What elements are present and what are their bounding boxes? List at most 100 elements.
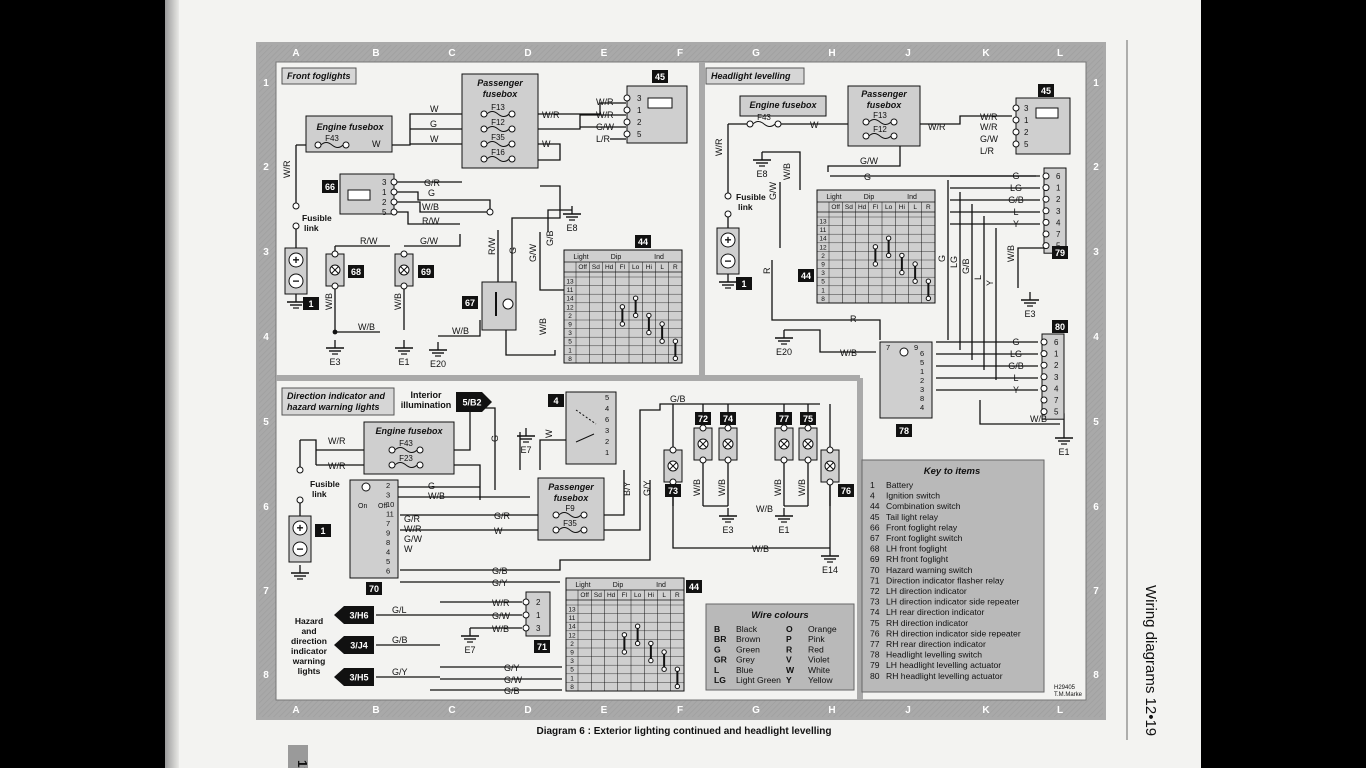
wire-colour-label: W/B bbox=[782, 163, 792, 180]
component-tag-number: 70 bbox=[369, 584, 379, 594]
actuator-pin-number: 1 bbox=[1056, 184, 1061, 193]
fuse-terminal bbox=[416, 461, 424, 469]
actuator-pin-number: 5 bbox=[1056, 242, 1061, 251]
actuator-terminal bbox=[1042, 218, 1050, 226]
switch-contact bbox=[646, 329, 652, 336]
terminal bbox=[724, 456, 732, 464]
wire-colour-label: G/B bbox=[545, 230, 555, 246]
grid-column-label: G bbox=[752, 705, 760, 716]
fuse-terminal bbox=[552, 511, 560, 519]
battery-minus-sign: − bbox=[724, 254, 731, 268]
panel-title-text: Direction indicator and bbox=[287, 391, 386, 401]
component-tag bbox=[665, 484, 681, 497]
wire bbox=[505, 330, 556, 356]
page-spine-shadow bbox=[165, 0, 179, 768]
fusible-link-label: Fusible bbox=[302, 213, 332, 223]
wire-colour-label: W/B bbox=[773, 479, 783, 496]
passenger-fusebox-label: fusebox bbox=[867, 100, 903, 110]
wire-colour-label: R bbox=[762, 267, 772, 274]
engine-fusebox-label: Engine fusebox bbox=[316, 122, 384, 132]
connector-arrow bbox=[334, 606, 374, 624]
actuator-terminal bbox=[1040, 350, 1048, 358]
relay-pin-number: 1 bbox=[382, 188, 387, 197]
tail-light-relay-level bbox=[1015, 97, 1071, 155]
fuse-terminal bbox=[580, 511, 588, 519]
switch-pin-number: 4 bbox=[920, 403, 924, 412]
switch-subheader-label: Hd bbox=[605, 264, 614, 271]
key-item-number: 79 bbox=[870, 660, 880, 670]
wire-colour-label: G/W bbox=[768, 181, 778, 200]
switch-contact bbox=[621, 649, 628, 655]
fuse-label: F23 bbox=[399, 454, 413, 463]
component-tag-number: 71 bbox=[537, 642, 547, 652]
wire-colour-label: G/W bbox=[980, 134, 999, 144]
switch-pin-number: 3 bbox=[821, 270, 825, 277]
panel-title-text: Headlight levelling bbox=[711, 71, 791, 81]
wire bbox=[512, 102, 626, 115]
relay-pin-number: 3 bbox=[382, 178, 387, 187]
wire-colour-label: W/B bbox=[692, 479, 702, 496]
wire-colour-label: W/B bbox=[797, 479, 807, 496]
fuse-label: F43 bbox=[399, 439, 413, 448]
switch-header-label: Ind bbox=[654, 254, 664, 261]
wire-colour-label: W/R bbox=[542, 110, 560, 120]
wire-colour-label: R/W bbox=[360, 236, 378, 246]
wire-colour-label: W bbox=[430, 104, 439, 114]
wire-colour-label: L bbox=[973, 275, 983, 280]
switch-header-label: Dip bbox=[864, 194, 875, 201]
switch-pin-number: 12 bbox=[819, 244, 827, 251]
switch-pin-number: 5 bbox=[568, 339, 572, 346]
earth-e8: E8 bbox=[566, 223, 577, 233]
passenger-fusebox-label: Passenger bbox=[477, 78, 523, 88]
wire-colour-label: G/Y bbox=[642, 480, 652, 496]
page-tab bbox=[288, 745, 308, 768]
switch-pin-number: 1 bbox=[605, 448, 609, 457]
fuse-link bbox=[868, 119, 892, 125]
hazard-lights-label: direction bbox=[291, 636, 327, 646]
key-item-number: 77 bbox=[870, 639, 880, 649]
wire-colour-code: LG bbox=[714, 675, 726, 685]
component-tag bbox=[776, 412, 792, 425]
switch-contact bbox=[659, 321, 665, 327]
switch-subheader-label: Sd bbox=[594, 592, 602, 599]
key-item-name: RH headlight levelling actuator bbox=[886, 671, 1003, 681]
terminal bbox=[331, 282, 339, 290]
grid-row-label: 5 bbox=[263, 417, 269, 428]
switch-subheader-label: Fl bbox=[622, 592, 628, 599]
component-tag-number: 45 bbox=[1041, 86, 1051, 96]
switch-subheader-label: Fl bbox=[873, 204, 879, 211]
fuse-terminal bbox=[580, 526, 588, 534]
switch-pin-number: 5 bbox=[920, 358, 924, 367]
switch-pin-number: 4 bbox=[605, 404, 609, 413]
wire-colour-label: LG bbox=[1010, 349, 1022, 359]
component-tag bbox=[366, 582, 382, 595]
ignition-switch bbox=[565, 391, 617, 465]
panel-title-box bbox=[705, 67, 805, 85]
switch-pin-number: 2 bbox=[920, 376, 924, 385]
switch-contact bbox=[661, 666, 667, 672]
diagram-panels bbox=[276, 62, 863, 700]
key-item-number: 71 bbox=[870, 575, 880, 585]
passenger-fusebox bbox=[461, 73, 539, 169]
component-tag-number: 66 bbox=[325, 182, 335, 192]
terminal bbox=[623, 106, 631, 114]
actuator-pin-number: 1 bbox=[1054, 350, 1059, 359]
grid-column-label: G bbox=[752, 48, 760, 59]
wire-colour-label: W bbox=[404, 544, 413, 554]
component-tag bbox=[322, 180, 338, 193]
switch-contact bbox=[885, 252, 892, 259]
wire-colour-label: G/B bbox=[1008, 195, 1024, 205]
relay-pin-number: 1 bbox=[637, 106, 642, 115]
relay-coil bbox=[347, 189, 371, 201]
relay-coil bbox=[1035, 107, 1059, 119]
wire-colour-label: G/B bbox=[961, 258, 971, 274]
wire bbox=[639, 403, 820, 470]
actuator-pin-number: 2 bbox=[1054, 361, 1059, 370]
wire-colour-name: Violet bbox=[808, 655, 830, 665]
wire bbox=[511, 185, 561, 282]
relay-pin-number: 5 bbox=[382, 208, 387, 217]
key-item-name: RH direction indicator side repeater bbox=[886, 628, 1021, 638]
wire-colour-name: Red bbox=[808, 644, 824, 654]
wire-colour-label: W bbox=[372, 139, 381, 149]
battery-plus-sign: + bbox=[292, 253, 299, 267]
